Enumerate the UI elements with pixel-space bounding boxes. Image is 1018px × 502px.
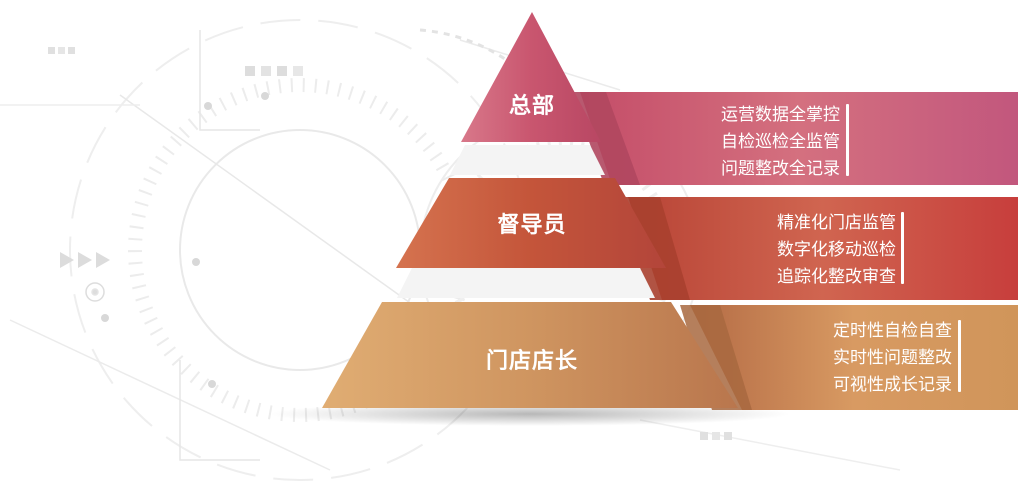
tier2-feature-bar xyxy=(901,212,904,284)
tier2-feature-2: 数字化移动巡检 xyxy=(777,240,896,260)
tier3-feature-3: 可视性成长记录 xyxy=(833,375,952,395)
tier3-band xyxy=(690,305,1018,410)
tier2-feature-3: 追踪化整改审查 xyxy=(777,267,896,287)
tier2-band xyxy=(628,197,1018,300)
tier2-feature-list: 精准化门店监管 数字化移动巡检 追踪化整改审查 xyxy=(777,210,896,291)
tier1-pyramid xyxy=(461,12,601,142)
tier2-pyramid xyxy=(396,178,666,268)
tier1-feature-list: 运营数据全掌控 自检巡检全监管 问题整改全记录 xyxy=(721,102,840,183)
tier3-feature-2: 实时性问题整改 xyxy=(833,348,952,368)
tier-label-headquarters: 总部 xyxy=(508,94,555,119)
tier3-feature-list: 定时性自检自查 实时性问题整改 可视性成长记录 xyxy=(833,318,952,399)
tier-label-supervisor: 督导员 xyxy=(497,213,567,238)
tier1-feature-2: 自检巡检全监管 xyxy=(721,132,840,152)
tier1-band xyxy=(580,92,1018,185)
tier-label-store-manager: 门店店长 xyxy=(485,349,578,374)
tier1-feature-bar xyxy=(846,104,849,176)
tier2-feature-1: 精准化门店监管 xyxy=(777,213,896,233)
tier1-feature-3: 问题整改全记录 xyxy=(721,159,840,179)
tier3-pyramid xyxy=(322,302,738,408)
tier3-feature-1: 定时性自检自查 xyxy=(833,321,952,341)
tier3-feature-bar xyxy=(958,320,961,392)
tier1-feature-1: 运营数据全掌控 xyxy=(721,105,840,125)
